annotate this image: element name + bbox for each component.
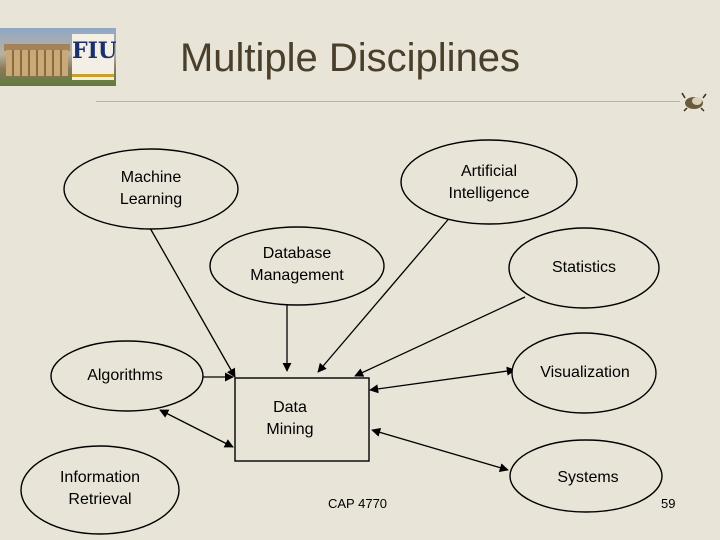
label-line: Database [262, 245, 332, 262]
label-visualization: Visualization [520, 362, 650, 384]
label-line: Systems [557, 469, 619, 486]
label-line: Learning [119, 191, 183, 208]
edge-artificial-intelligence [317, 214, 453, 373]
label-algorithms: Algorithms [65, 365, 185, 387]
slide-title: Multiple Disciplines [179, 36, 521, 80]
label-line: Mining [266, 421, 314, 438]
edge-systems [371, 427, 509, 473]
label-information-retrieval: Information Retrieval [35, 467, 165, 511]
node-machine-learning [63, 148, 239, 230]
label-line: Artificial [460, 163, 517, 180]
node-database-management [209, 226, 385, 306]
node-artificial-intelligence [400, 139, 578, 225]
logo-text: FIU [72, 38, 116, 64]
node-visualization [511, 332, 657, 414]
logo-stripe [72, 74, 114, 77]
node-systems [509, 439, 663, 513]
logo-building [6, 50, 68, 76]
label-artificial-intelligence: Artificial Intelligence [424, 161, 554, 205]
node-data-mining [234, 377, 370, 462]
edge-information-retrieval [159, 409, 234, 448]
bug-emblem-icon [681, 92, 707, 112]
edge-visualization [369, 366, 516, 394]
label-line: Management [250, 267, 344, 284]
label-line: Visualization [540, 364, 630, 381]
title-rule [96, 101, 680, 102]
label-data-mining: Data Mining [240, 397, 340, 441]
edge-machine-learning [149, 227, 236, 378]
node-algorithms [50, 340, 204, 412]
label-systems: Systems [528, 467, 648, 489]
logo-mark: FIU [72, 34, 116, 80]
label-line: Data [273, 399, 307, 416]
label-machine-learning: Machine Learning [91, 167, 211, 211]
label-database-management: Database Management [227, 243, 367, 287]
edge-statistics [354, 296, 526, 377]
label-line: Information [59, 469, 141, 486]
label-line: Machine [120, 169, 182, 186]
node-information-retrieval [20, 445, 180, 535]
label-line: Retrieval [68, 491, 132, 508]
label-line: Algorithms [87, 367, 163, 384]
fiu-logo: FIU [0, 28, 116, 86]
label-line: Intelligence [448, 185, 530, 202]
footer-course: CAP 4770 [328, 496, 388, 511]
label-line: Statistics [551, 259, 616, 276]
footer-page-number: 59 [661, 496, 676, 511]
node-statistics [508, 227, 660, 309]
logo-building-roof [4, 44, 70, 51]
label-statistics: Statistics [524, 257, 644, 279]
